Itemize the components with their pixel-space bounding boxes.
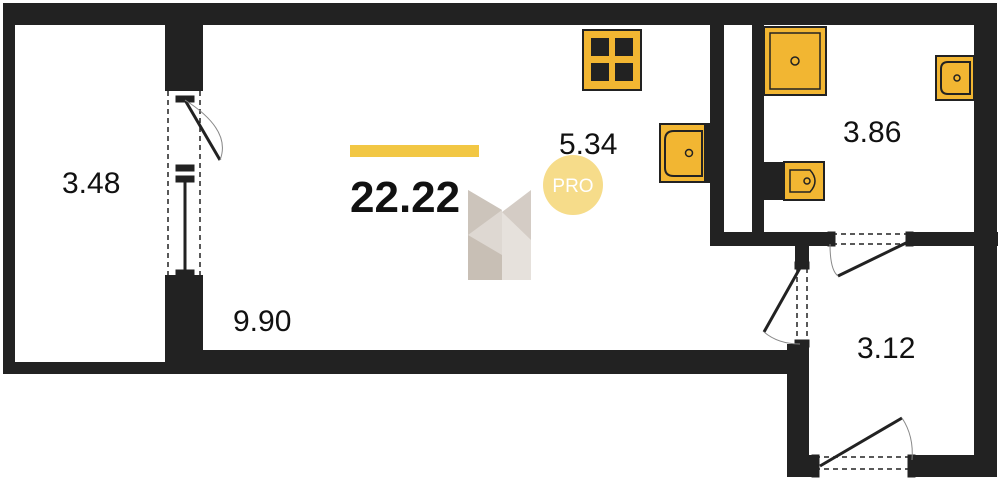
pro-badge-label: PRO	[552, 176, 593, 197]
bathroom-door	[827, 231, 914, 278]
accent-bar	[350, 145, 479, 157]
room-area-kitchen: 5.34	[559, 128, 617, 161]
entrance-door	[811, 416, 916, 478]
toilet-icon	[764, 161, 825, 201]
pro-badge: PRO	[543, 155, 603, 215]
washbasin-icon	[935, 55, 975, 101]
stove-icon	[582, 29, 642, 91]
total-area: 22.22	[350, 173, 460, 222]
room-area-balcony: 3.48	[62, 167, 120, 200]
walls	[3, 3, 998, 477]
watermark-logo	[468, 190, 531, 280]
shower-icon	[763, 26, 827, 96]
room-area-bathroom: 3.86	[843, 116, 901, 149]
balcony-door	[166, 91, 223, 277]
room-area-living: 9.90	[233, 305, 291, 338]
living-door	[762, 261, 810, 348]
kitchen-sink-icon	[659, 123, 711, 183]
room-area-hallway: 3.12	[857, 332, 915, 365]
